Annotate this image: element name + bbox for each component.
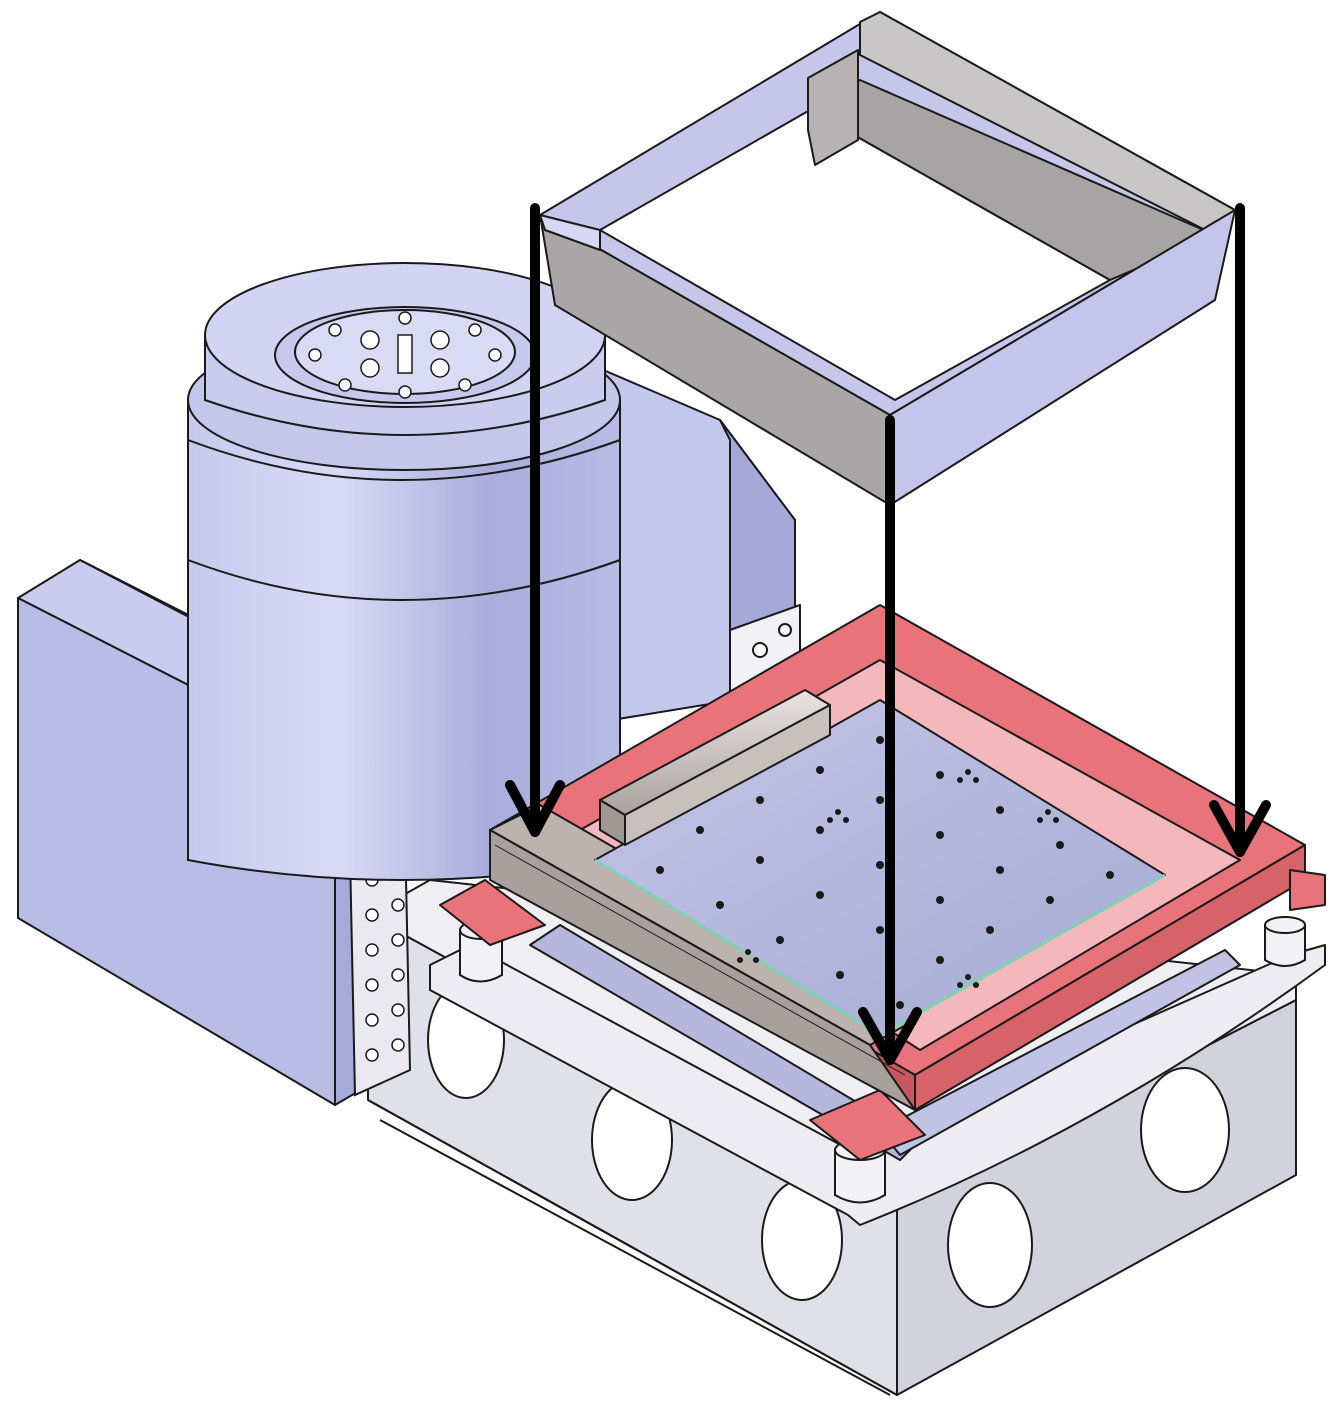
arrow-right (1209, 203, 1271, 857)
assembly-arrows (505, 203, 1271, 1065)
motor-bolt-pattern (308, 311, 502, 399)
arrow-left (505, 203, 565, 837)
frame-cover (539, 11, 1236, 506)
linear-rail (599, 689, 831, 846)
cylindrical-motor (187, 262, 621, 881)
arrow-center (858, 415, 922, 1065)
lower-slide (529, 924, 1241, 1161)
plate-hole-pattern (656, 736, 1114, 1009)
